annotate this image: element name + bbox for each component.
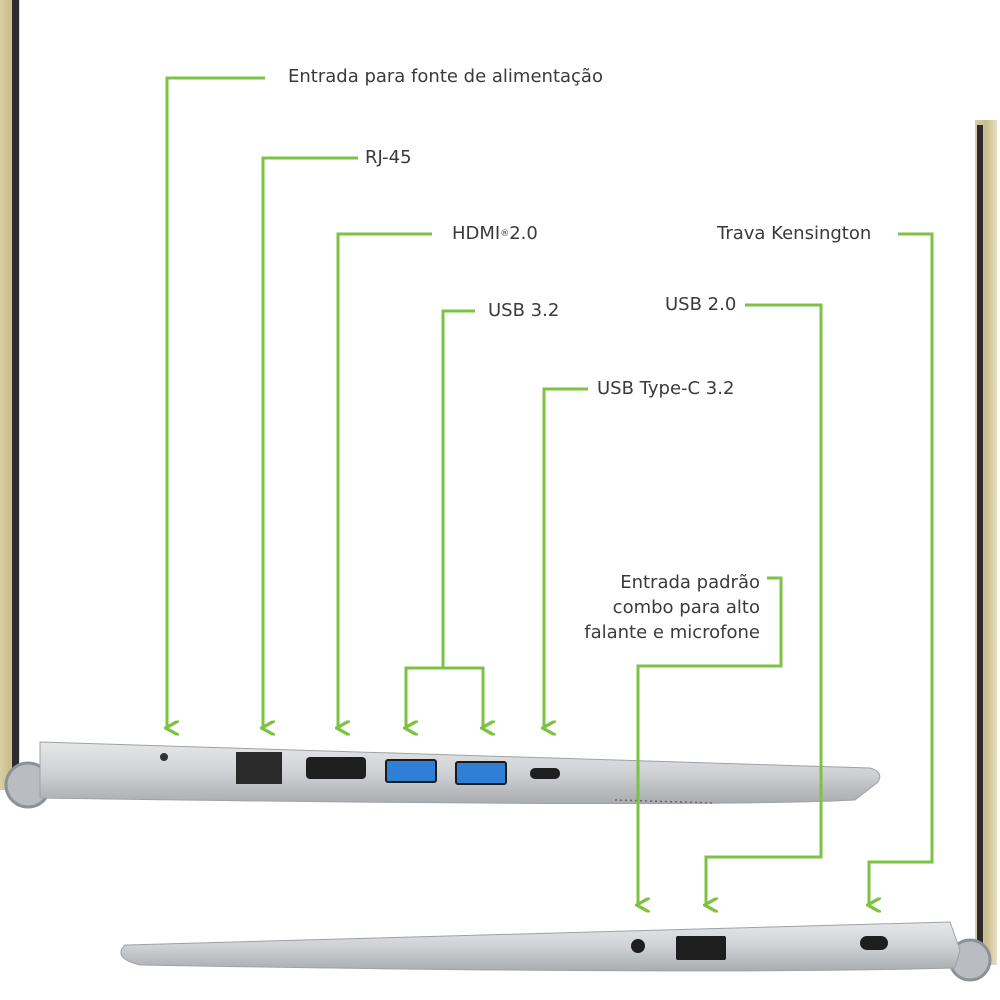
kensington-lock-label: Trava Kensington: [717, 223, 872, 244]
usb20-label: USB 2.0: [665, 294, 737, 315]
usb32-port-icon: [455, 761, 507, 785]
audio-label-line2: combo para alto: [612, 597, 760, 618]
audio-label-line1: Entrada padrão: [620, 572, 760, 593]
power-port-icon: [160, 753, 168, 761]
leader-lines: [167, 76, 934, 905]
usb32-label: USB 3.2: [488, 300, 560, 321]
hdmi-port-icon: [306, 757, 366, 779]
audio-jack-icon: [631, 939, 645, 953]
rj45-port-icon: [236, 752, 282, 784]
laptop-right-side-view: [120, 120, 997, 982]
usbc-port-icon: [530, 768, 560, 779]
usb20-port-icon: [676, 936, 726, 960]
hdmi-registered-mark: ®: [500, 229, 510, 239]
hdmi-label: HDMI®2.0: [452, 224, 538, 244]
power-input-label: Entrada para fonte de alimentação: [288, 66, 603, 87]
laptop-left-side-view: [0, 0, 881, 809]
audio-combo-label: Entrada padrão combo para alto falante e…: [584, 570, 760, 645]
usb32-port-icon: [385, 759, 437, 783]
kensington-lock-icon: [860, 936, 888, 950]
hdmi-label-text: HDMI: [452, 223, 501, 244]
usb-type-c-label: USB Type-C 3.2: [597, 378, 735, 399]
rj45-label: RJ-45: [365, 147, 412, 168]
hdmi-version: 2.0: [509, 223, 538, 244]
audio-label-line3: falante e microfone: [584, 622, 760, 643]
